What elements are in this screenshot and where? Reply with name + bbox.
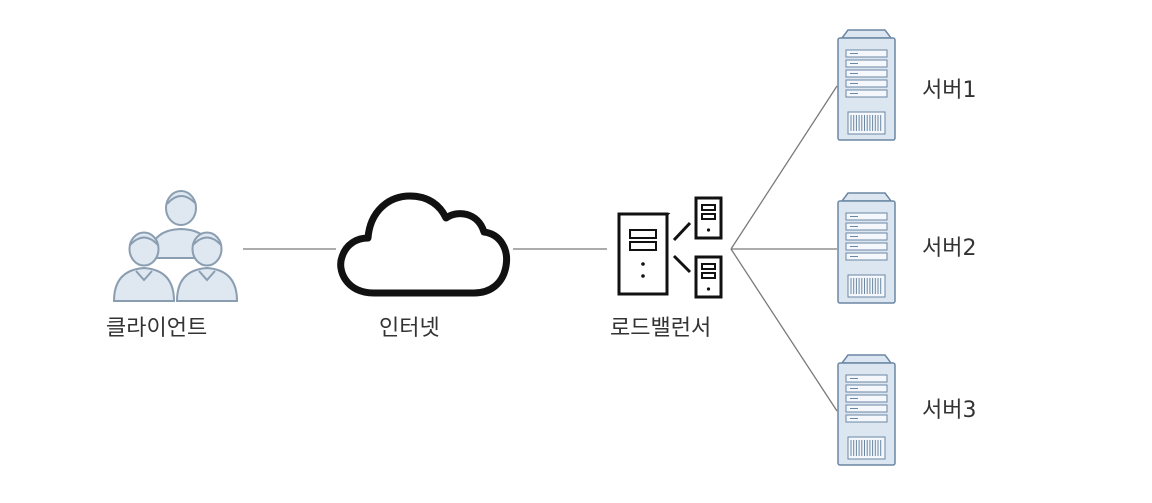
server-rack-icon xyxy=(837,354,896,466)
server-drive-bay xyxy=(845,89,888,98)
internet-label: 인터넷 xyxy=(379,316,440,341)
server-drive-bay xyxy=(845,79,888,88)
server-drive-bay xyxy=(845,414,888,423)
servers-layer xyxy=(837,29,896,466)
server-rack-icon xyxy=(837,192,896,304)
server-drive-bay xyxy=(845,394,888,403)
connectors xyxy=(243,85,838,412)
load-balancer-label: 로드밸런서 xyxy=(610,316,712,341)
server-top xyxy=(840,29,893,39)
server-drive-bay xyxy=(845,222,888,231)
load-balancer-icon xyxy=(617,196,723,299)
server-drive-bay xyxy=(845,404,888,413)
server-drive-bay xyxy=(845,374,888,383)
server-drive-bay xyxy=(845,59,888,68)
server-rack-icon xyxy=(837,29,896,141)
server2-label: 서버2 xyxy=(922,236,977,261)
server-drive-bay xyxy=(845,242,888,251)
client-label: 클라이언트 xyxy=(106,316,208,341)
server-top xyxy=(840,192,893,202)
lb-branch-up xyxy=(672,221,692,242)
server-top xyxy=(840,354,893,364)
cloud-icon xyxy=(337,192,511,297)
user-icon-left xyxy=(112,231,176,302)
link-lb-server1 xyxy=(730,85,838,250)
server-drive-bay xyxy=(845,69,888,78)
server-drive-bay xyxy=(845,212,888,221)
server-drive-bay xyxy=(845,232,888,241)
server3-label: 서버3 xyxy=(922,398,977,423)
lb-main-unit xyxy=(617,212,671,296)
lb-node-top xyxy=(694,196,723,240)
server-drive-bay xyxy=(845,252,888,261)
users-group-icon xyxy=(112,190,239,302)
user-icon-right xyxy=(175,231,239,302)
lb-branch-down xyxy=(672,254,692,274)
link-lb-server3 xyxy=(730,248,838,412)
server-drive-bay xyxy=(845,49,888,58)
server1-label: 서버1 xyxy=(922,78,977,103)
server-drive-bay xyxy=(845,384,888,393)
lb-node-bottom xyxy=(694,255,723,299)
